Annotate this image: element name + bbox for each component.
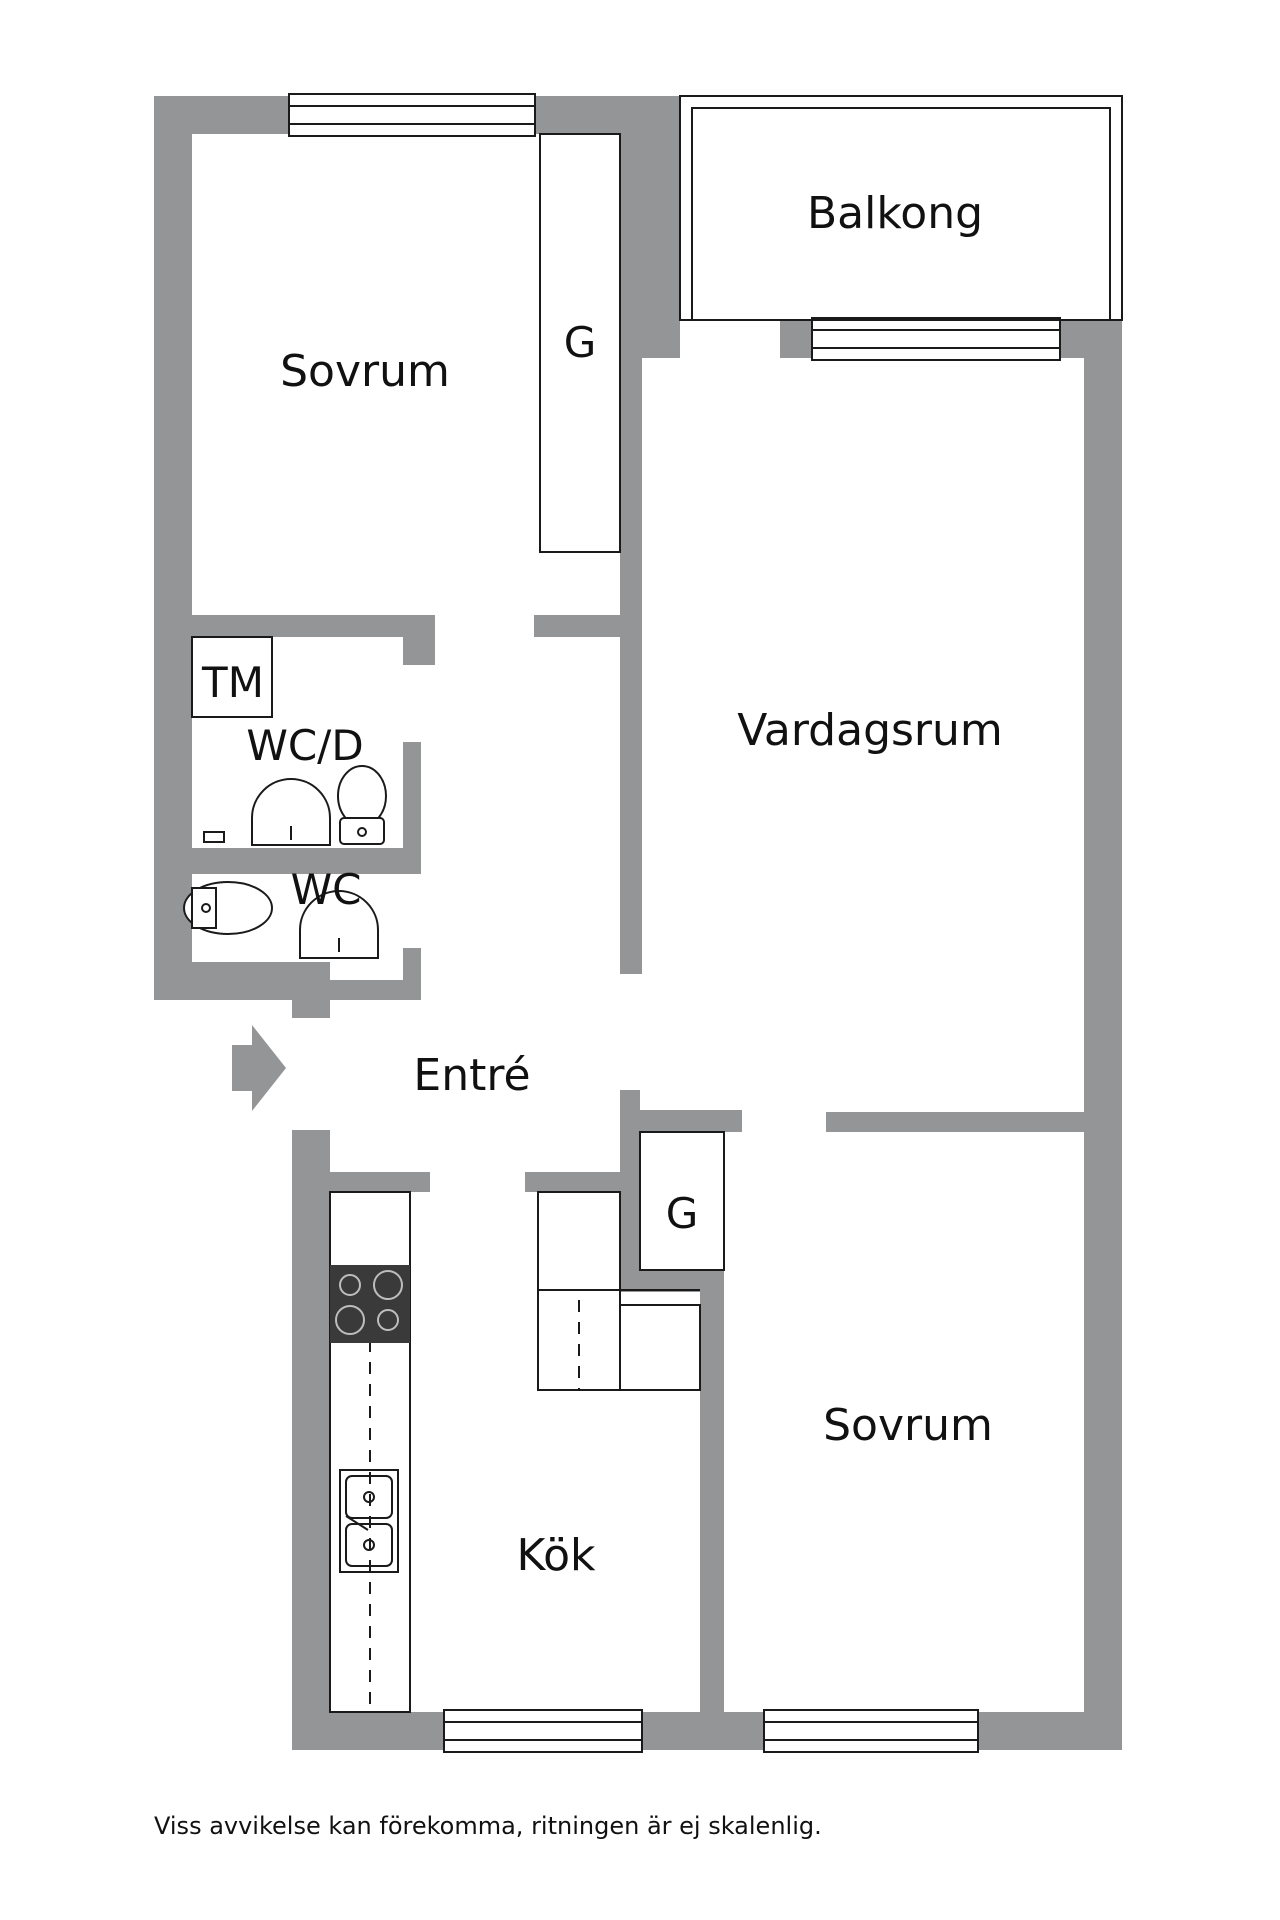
balcony-outline	[679, 95, 1123, 321]
room-label-wc: WC	[291, 865, 362, 914]
room-label-wardrobe-top: G	[564, 318, 597, 367]
room-label-bedroom-bottom: Sovrum	[823, 1400, 993, 1451]
room-label-balcony: Balkong	[807, 188, 983, 239]
entrance-arrow	[232, 1025, 286, 1111]
room-label-entrance: Entré	[413, 1050, 530, 1101]
fixtures	[191, 133, 725, 1713]
stove	[330, 1265, 410, 1343]
room-label-living-room: Vardagsrum	[737, 705, 1003, 756]
room-label-wardrobe-bottom: G	[666, 1189, 699, 1238]
walls	[154, 96, 1122, 1750]
windows	[288, 93, 1061, 1753]
room-label-wc-shower: WC/D	[246, 721, 363, 770]
kitchen-sink	[339, 1469, 399, 1573]
disclaimer-text: Viss avvikelse kan förekomma, ritningen …	[154, 1812, 822, 1840]
room-label-kitchen: Kök	[516, 1530, 596, 1581]
room-label-laundry: TM	[201, 658, 264, 707]
bathroom-fixtures	[183, 765, 387, 959]
room-label-bedroom-top: Sovrum	[280, 346, 450, 397]
